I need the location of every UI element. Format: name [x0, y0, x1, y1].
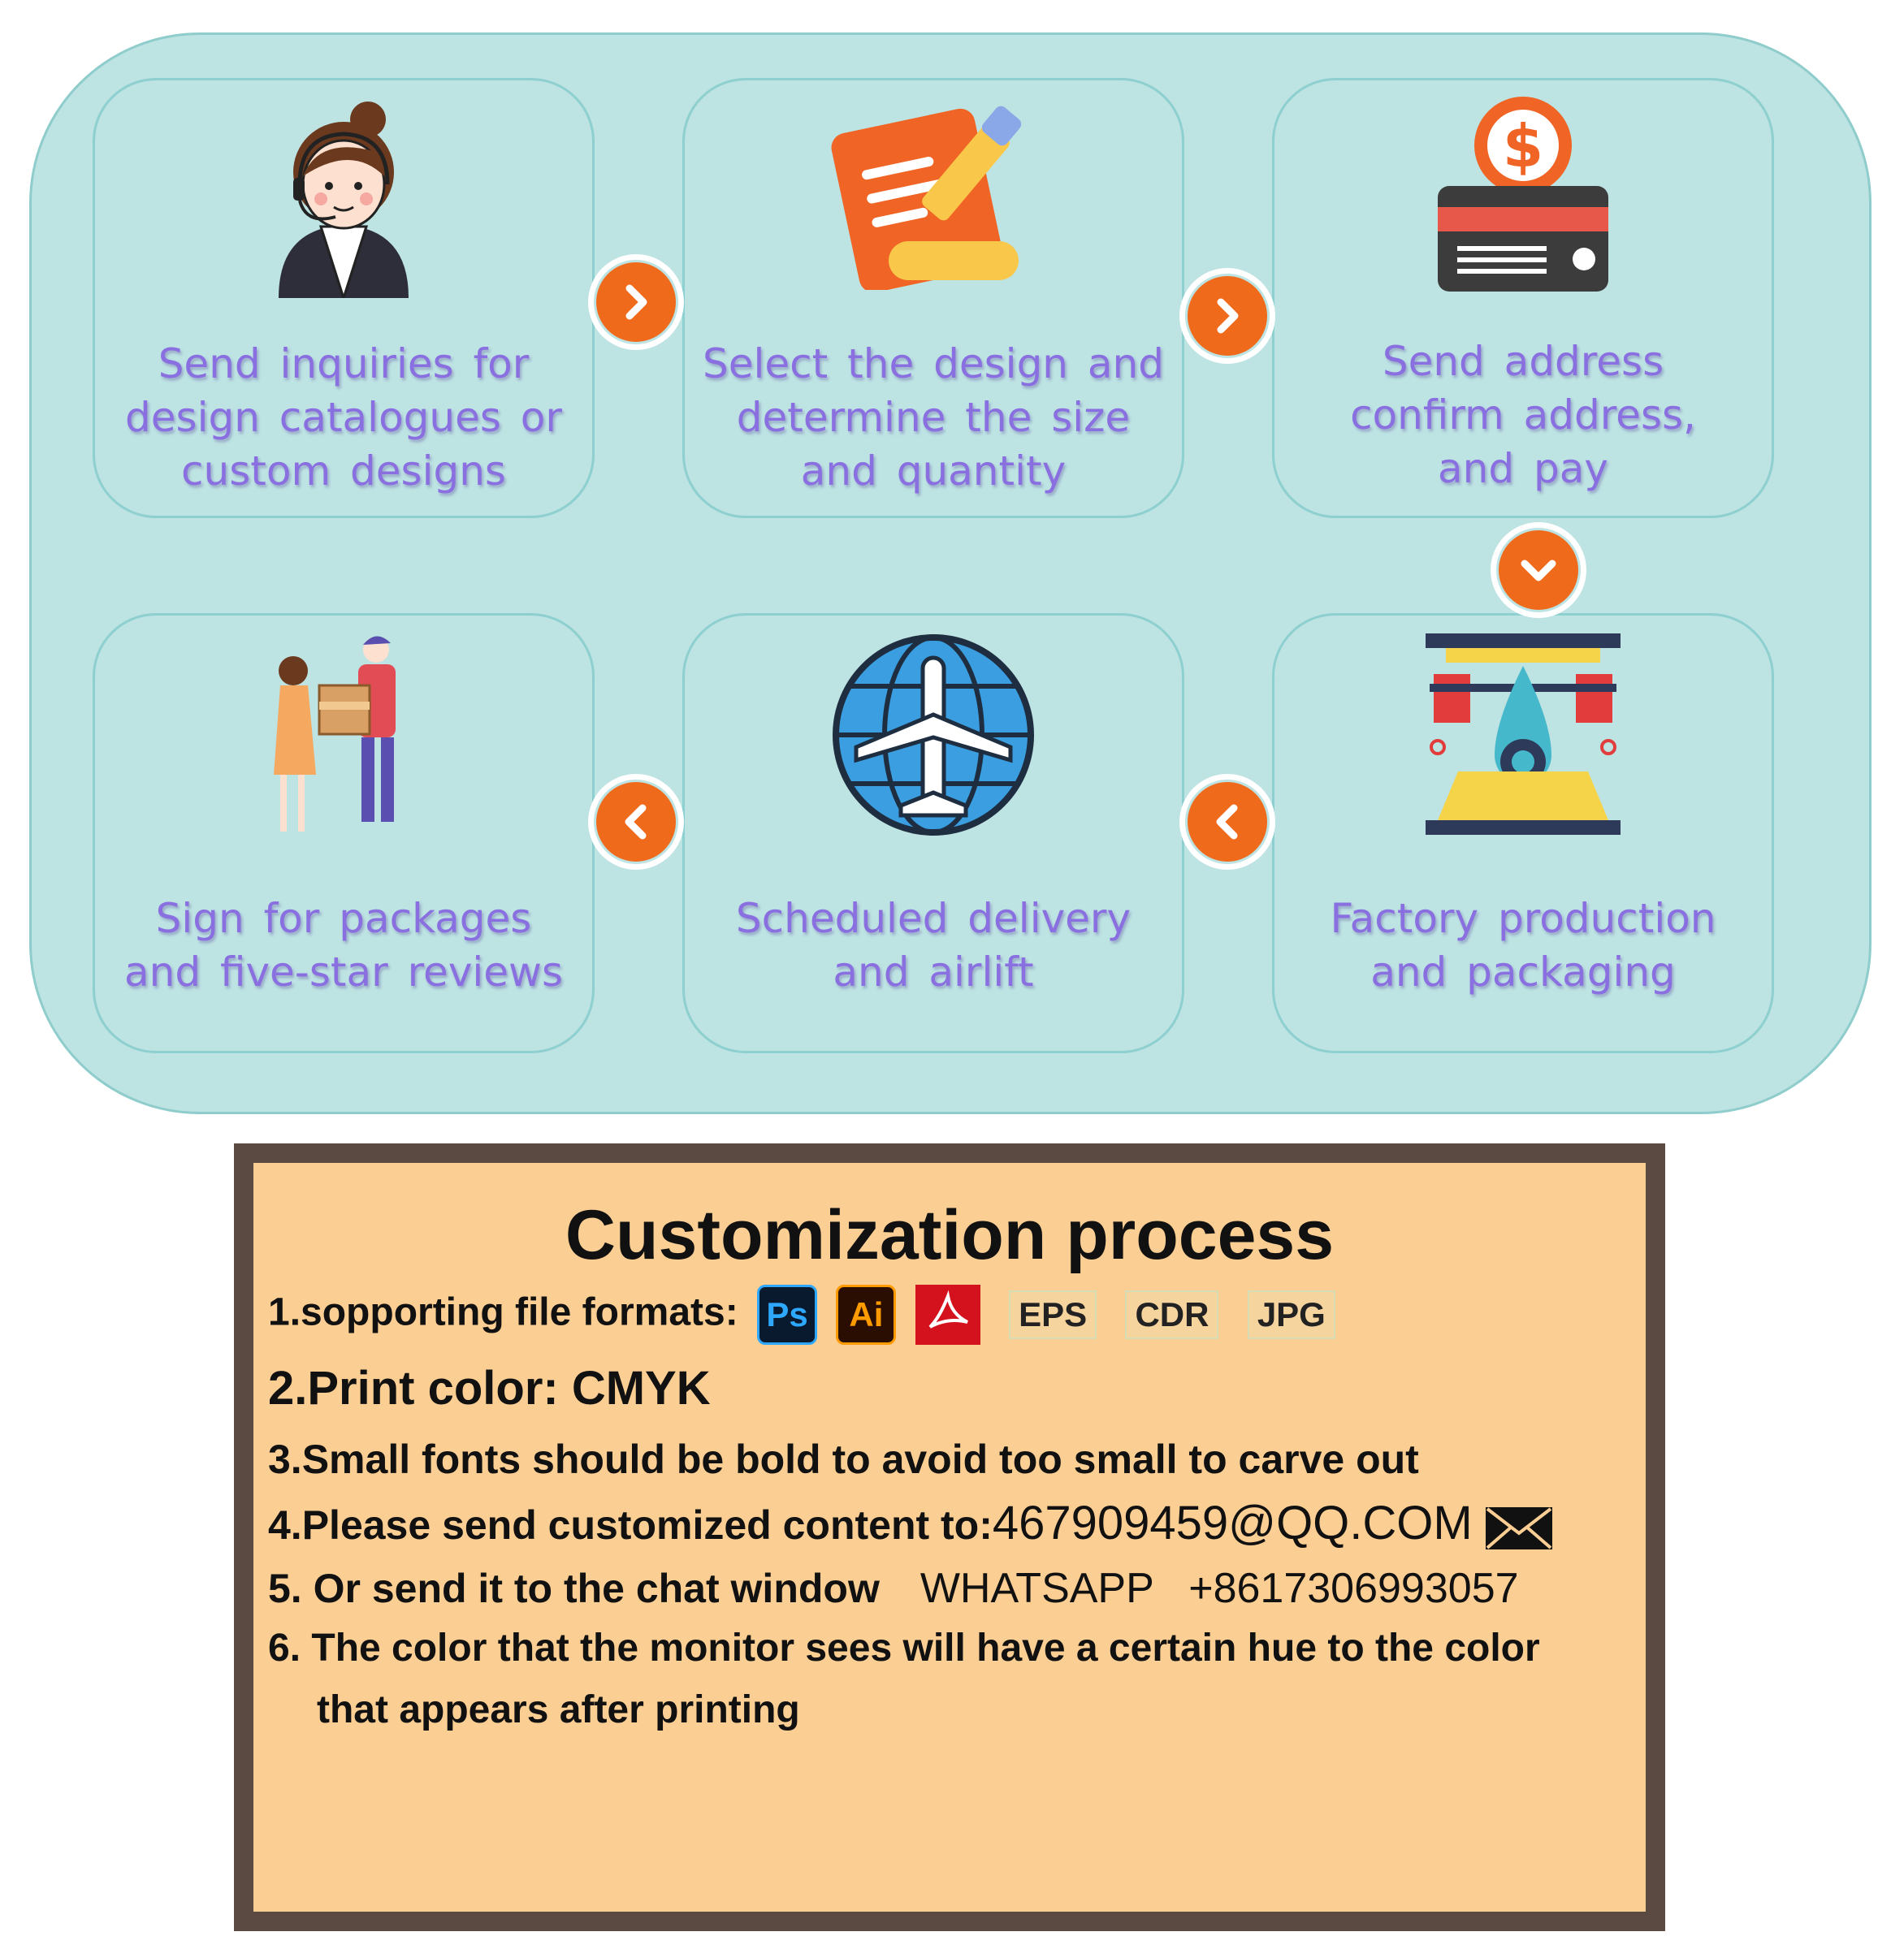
file-formats-label: 1.sopporting file formats:: [268, 1290, 738, 1334]
color-note-line: 6. The color that the monitor sees will …: [268, 1627, 1540, 1670]
illustrator-icon: Ai: [836, 1285, 897, 1345]
photoshop-label: Ps: [766, 1295, 808, 1333]
step-card-select-design: Select the design and determine the size…: [682, 78, 1184, 518]
jpg-format: JPG: [1247, 1290, 1335, 1339]
step-card-factory-production: Factory production and packaging: [1272, 613, 1774, 1053]
chat-window-label: 5. Or send it to the chat window: [268, 1566, 880, 1611]
file-formats-line: 1.sopporting file formats: Ps Ai EPS CDR…: [268, 1285, 1335, 1345]
step-label: Scheduled delivery and airlift: [735, 895, 1132, 996]
prev-arrow-button[interactable]: [1179, 774, 1275, 870]
photoshop-icon: Ps: [757, 1285, 818, 1345]
step-label: Sign for packages and five-star reviews: [124, 895, 563, 996]
step-card-sign-packages: Sign for packages and five-star reviews: [93, 613, 595, 1053]
illustrator-label: Ai: [849, 1295, 884, 1333]
next-arrow-button[interactable]: [1179, 268, 1275, 364]
customization-info-frame: Customization process 1.sopporting file …: [234, 1143, 1665, 1931]
factory-machine-icon: [1426, 633, 1621, 835]
eps-format: EPS: [1009, 1290, 1097, 1339]
payment-card-icon: $: [1438, 97, 1608, 292]
down-arrow-button[interactable]: [1491, 522, 1586, 618]
whatsapp-contact[interactable]: WHATSAPP +8617306993057: [920, 1565, 1519, 1612]
color-note-line-continued: that appears after printing: [317, 1688, 800, 1731]
chevron-right-icon: [625, 284, 647, 320]
customization-info-box: Customization process 1.sopporting file …: [253, 1163, 1646, 1912]
email-line: 4.Please send customized content to:4679…: [268, 1496, 1554, 1551]
email-label: 4.Please send customized content to:: [268, 1502, 993, 1548]
step-label: Select the design and determine the size…: [703, 340, 1164, 495]
delivery-handover-icon: [274, 636, 396, 832]
chevron-right-icon: [1217, 298, 1239, 334]
info-title: Customization process: [565, 1196, 1335, 1274]
step-label: Send address confirm address, and pay: [1350, 338, 1696, 492]
step-label: Send inquiries for design catalogues or …: [125, 340, 562, 495]
step-card-scheduled-delivery: Scheduled delivery and airlift: [682, 613, 1184, 1053]
envelope-icon: [1485, 1506, 1552, 1549]
chat-window-line: 5. Or send it to the chat window WHATSAPP…: [268, 1564, 1519, 1613]
chevron-down-icon: [1521, 560, 1556, 581]
prev-arrow-button[interactable]: [588, 774, 684, 870]
chevron-left-icon: [1216, 804, 1238, 840]
svg-text:$: $: [1503, 112, 1543, 180]
cdr-format: CDR: [1125, 1290, 1219, 1339]
pdf-icon: [915, 1285, 980, 1345]
step-label: Factory production and packaging: [1330, 895, 1716, 996]
next-arrow-button[interactable]: [588, 254, 684, 350]
step-card-address-pay: $ Send address confirm address, and pay: [1272, 78, 1774, 518]
chevron-left-icon: [625, 804, 647, 840]
print-color-line: 2.Print color: CMYK: [268, 1362, 711, 1415]
customer-service-icon: [279, 102, 409, 298]
email-address[interactable]: 467909459@QQ.COM: [992, 1497, 1473, 1549]
step-card-inquiries: Send inquiries for design catalogues or …: [93, 78, 595, 518]
globe-airplane-icon: [833, 634, 1034, 836]
design-document-icon: [831, 106, 1022, 290]
small-fonts-line: 3.Small fonts should be bold to avoid to…: [268, 1437, 1419, 1482]
